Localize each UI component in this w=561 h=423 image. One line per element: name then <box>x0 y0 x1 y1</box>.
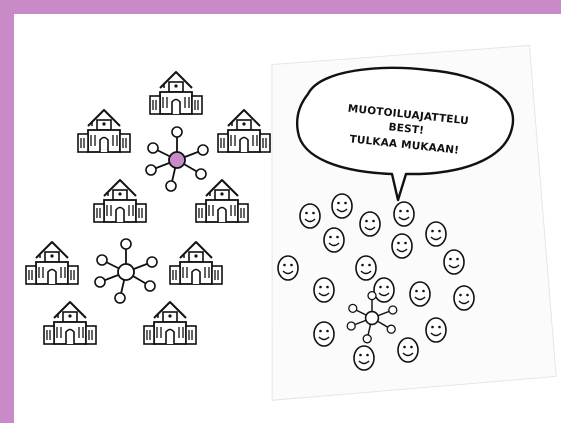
smiley-face-icon <box>425 317 447 343</box>
smiley-face-icon <box>313 277 335 303</box>
school-building-icon <box>217 109 271 153</box>
network-hub-icon <box>346 290 398 344</box>
smiley-face-icon <box>443 249 465 275</box>
smiley-face-icon <box>373 277 395 303</box>
smiley-face-icon <box>331 193 353 219</box>
smiley-face-icon <box>299 203 321 229</box>
speech-bubble: MUOTOILUAJATTELU BEST! TULKAA MUKAAN! <box>295 66 515 202</box>
school-building-icon <box>25 241 79 285</box>
smiley-face-icon <box>323 227 345 253</box>
school-building-icon <box>149 71 203 115</box>
network-hub-icon <box>145 126 209 192</box>
school-building-icon <box>195 179 249 223</box>
school-building-icon <box>93 179 147 223</box>
school-building-icon <box>43 301 97 345</box>
smiley-face-icon <box>313 321 335 347</box>
smiley-face-icon <box>409 281 431 307</box>
school-network-bottom <box>25 238 223 345</box>
speech-bubble-line-2: BEST! <box>388 121 425 137</box>
network-hub-icon <box>94 238 158 304</box>
highlight-node <box>168 151 186 169</box>
smiley-face-icon <box>391 233 413 259</box>
school-network-top <box>77 71 271 223</box>
smiley-face-icon <box>277 255 299 281</box>
smiley-face-icon <box>425 221 447 247</box>
frame-left-border <box>0 0 14 423</box>
school-building-icon <box>143 301 197 345</box>
school-building-icon <box>169 241 223 285</box>
smiley-face-icon <box>393 201 415 227</box>
smiley-face-icon <box>353 345 375 371</box>
frame-top-border <box>0 0 561 14</box>
smiley-face-icon <box>355 255 377 281</box>
school-building-icon <box>77 109 131 153</box>
smiley-face-icon <box>397 337 419 363</box>
smiley-face-icon <box>359 211 381 237</box>
smiley-face-icon <box>453 285 475 311</box>
